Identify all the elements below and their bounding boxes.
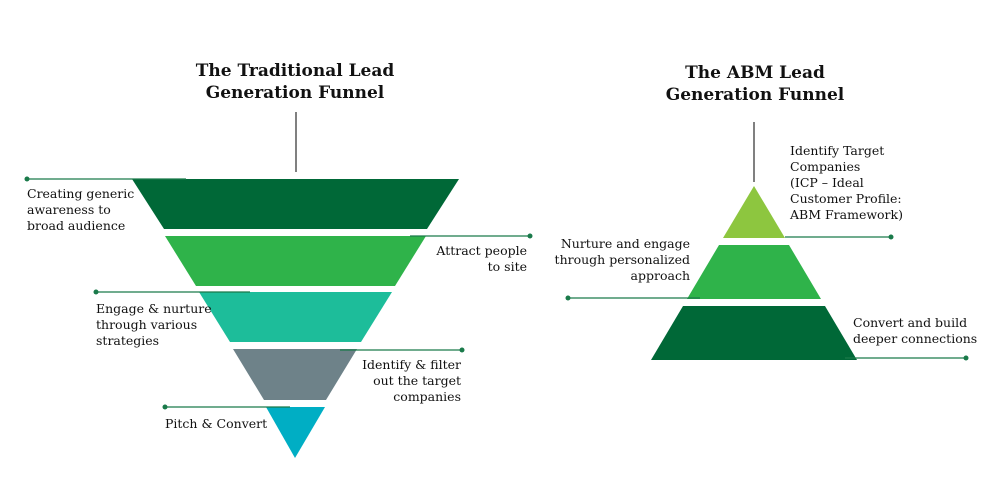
- traditional-stage-1-segment: [132, 179, 459, 229]
- abm-stage-3-label: Convert and build deeper connections: [853, 315, 978, 346]
- abm-stage-1-label: Identify Target Companies (ICP – Ideal C…: [790, 143, 903, 222]
- abm-leader-3: [845, 355, 969, 361]
- traditional-stage-3-label: Engage & nurture through various strateg…: [96, 301, 212, 348]
- traditional-stage-5-segment: [266, 407, 325, 458]
- abm-leader-2: [565, 295, 700, 301]
- abm-stage-2-segment: [687, 245, 821, 299]
- traditional-stage-4-label: Identify & filter out the target compani…: [362, 357, 461, 404]
- traditional-leader-2: [410, 233, 533, 239]
- traditional-stage-3-segment: [199, 292, 392, 342]
- abm-leader-1: [785, 234, 894, 240]
- traditional-stage-5-label: Pitch & Convert: [165, 416, 268, 431]
- traditional-stage-2-label: Attract people to site: [436, 243, 527, 274]
- traditional-stage-4-segment: [233, 349, 357, 400]
- abm-stage-2-label: Nurture and engage through personalized …: [554, 236, 690, 283]
- traditional-funnel-title: The Traditional Lead Generation Funnel: [195, 61, 395, 103]
- traditional-leader-3: [93, 289, 250, 295]
- abm-funnel-title: The ABM Lead Generation Funnel: [665, 63, 845, 105]
- traditional-stage-1-label: Creating generic awareness to broad audi…: [27, 186, 135, 233]
- traditional-stage-2-segment: [165, 236, 426, 286]
- abm-stage-1-segment: [723, 186, 785, 238]
- abm-stage-3-segment: [651, 306, 857, 360]
- traditional-leader-5: [162, 404, 290, 410]
- traditional-leader-4: [340, 347, 465, 353]
- traditional-leader-1: [24, 176, 186, 182]
